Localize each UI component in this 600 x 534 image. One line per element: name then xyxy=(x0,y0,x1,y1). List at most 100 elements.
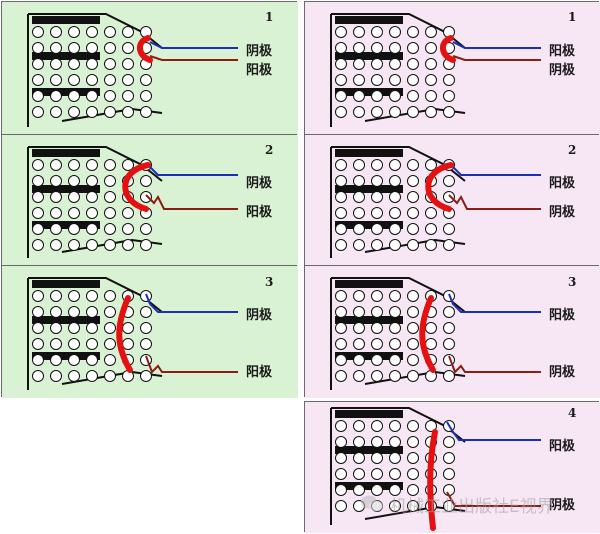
hole xyxy=(425,223,437,235)
arc-front xyxy=(419,295,436,373)
lamination-bar xyxy=(335,52,403,60)
hole xyxy=(335,338,347,350)
lamination-bar xyxy=(32,221,100,229)
top-electrode-label: 阳极 xyxy=(549,308,576,323)
hole xyxy=(68,26,80,38)
hole xyxy=(32,290,44,302)
hole xyxy=(50,90,62,102)
lamination-bar xyxy=(32,88,100,96)
hole xyxy=(68,370,80,382)
hole xyxy=(335,106,347,118)
hole xyxy=(140,175,152,187)
right-panel-3: 3 阳极 阴极 xyxy=(304,265,600,398)
hole xyxy=(68,42,80,54)
electrode-diagram xyxy=(305,266,600,398)
hole xyxy=(335,420,347,432)
hole xyxy=(335,306,347,318)
stage-number: 4 xyxy=(568,406,577,420)
top-electrode-label: 阳极 xyxy=(549,439,576,454)
hole xyxy=(68,306,80,318)
hole xyxy=(443,90,455,102)
hole xyxy=(32,207,44,219)
hole xyxy=(353,239,365,251)
bottom-wire xyxy=(446,491,541,507)
hole xyxy=(104,191,116,203)
bottom-electrode-label: 阴极 xyxy=(549,498,576,513)
hole xyxy=(68,106,80,118)
top-wire xyxy=(448,293,541,313)
electrode-diagram xyxy=(305,135,600,266)
hole xyxy=(353,420,365,432)
board-top-edge xyxy=(28,277,163,313)
hole xyxy=(371,58,383,70)
top-wire xyxy=(446,421,541,441)
lamination-bar xyxy=(335,185,403,193)
hole xyxy=(425,106,437,118)
hole xyxy=(443,239,455,251)
lamination-bar xyxy=(335,280,403,288)
lamination-bar xyxy=(335,316,403,324)
bottom-electrode-label: 阴极 xyxy=(549,63,576,78)
hole xyxy=(50,106,62,118)
top-wire xyxy=(149,41,238,49)
hole xyxy=(68,338,80,350)
hole xyxy=(425,322,437,334)
hole xyxy=(353,370,365,382)
top-electrode-label: 阴极 xyxy=(246,44,273,59)
hole xyxy=(425,159,437,171)
hole xyxy=(86,239,98,251)
hole xyxy=(407,338,419,350)
hole xyxy=(68,239,80,251)
hole xyxy=(86,74,98,86)
watermark-text: 机械工业出版社E视界 xyxy=(390,496,554,517)
hole xyxy=(443,338,455,350)
arc-front xyxy=(425,162,454,212)
lamination-bar xyxy=(32,352,100,360)
hole xyxy=(389,452,401,464)
hole xyxy=(371,306,383,318)
hole xyxy=(371,175,383,187)
left-panel-2: 2 阴极 阳极 xyxy=(1,134,298,266)
hole xyxy=(353,106,365,118)
hole xyxy=(443,74,455,86)
hole xyxy=(389,159,401,171)
hole xyxy=(389,106,401,118)
electrode-diagram xyxy=(2,135,298,266)
hole xyxy=(371,90,383,102)
hole xyxy=(407,370,419,382)
hole xyxy=(371,207,383,219)
hole xyxy=(425,338,437,350)
electrode-diagram xyxy=(2,2,298,135)
hole xyxy=(86,42,98,54)
hole xyxy=(353,175,365,187)
hole xyxy=(353,26,365,38)
hole xyxy=(407,239,419,251)
hole xyxy=(32,159,44,171)
hole xyxy=(335,191,347,203)
hole xyxy=(50,159,62,171)
bottom-electrode-label: 阳极 xyxy=(246,205,273,220)
chat-bubble-icon xyxy=(361,495,383,512)
hole xyxy=(443,452,455,464)
hole xyxy=(389,306,401,318)
electrode-diagram xyxy=(2,266,298,398)
stage-number: 3 xyxy=(265,275,274,289)
hole xyxy=(32,74,44,86)
lamination-bar xyxy=(32,16,100,24)
hole xyxy=(140,74,152,86)
hole xyxy=(50,338,62,350)
board-top-edge xyxy=(331,277,466,313)
hole xyxy=(389,370,401,382)
hole xyxy=(389,207,401,219)
hole xyxy=(353,223,365,235)
hole xyxy=(389,290,401,302)
hole xyxy=(443,322,455,334)
bottom-electrode-label: 阴极 xyxy=(549,365,576,380)
hole xyxy=(407,74,419,86)
hole xyxy=(371,484,383,496)
hole xyxy=(122,26,134,38)
hole xyxy=(122,106,134,118)
board-top-edge xyxy=(28,13,163,49)
hole xyxy=(335,26,347,38)
hole xyxy=(140,370,152,382)
